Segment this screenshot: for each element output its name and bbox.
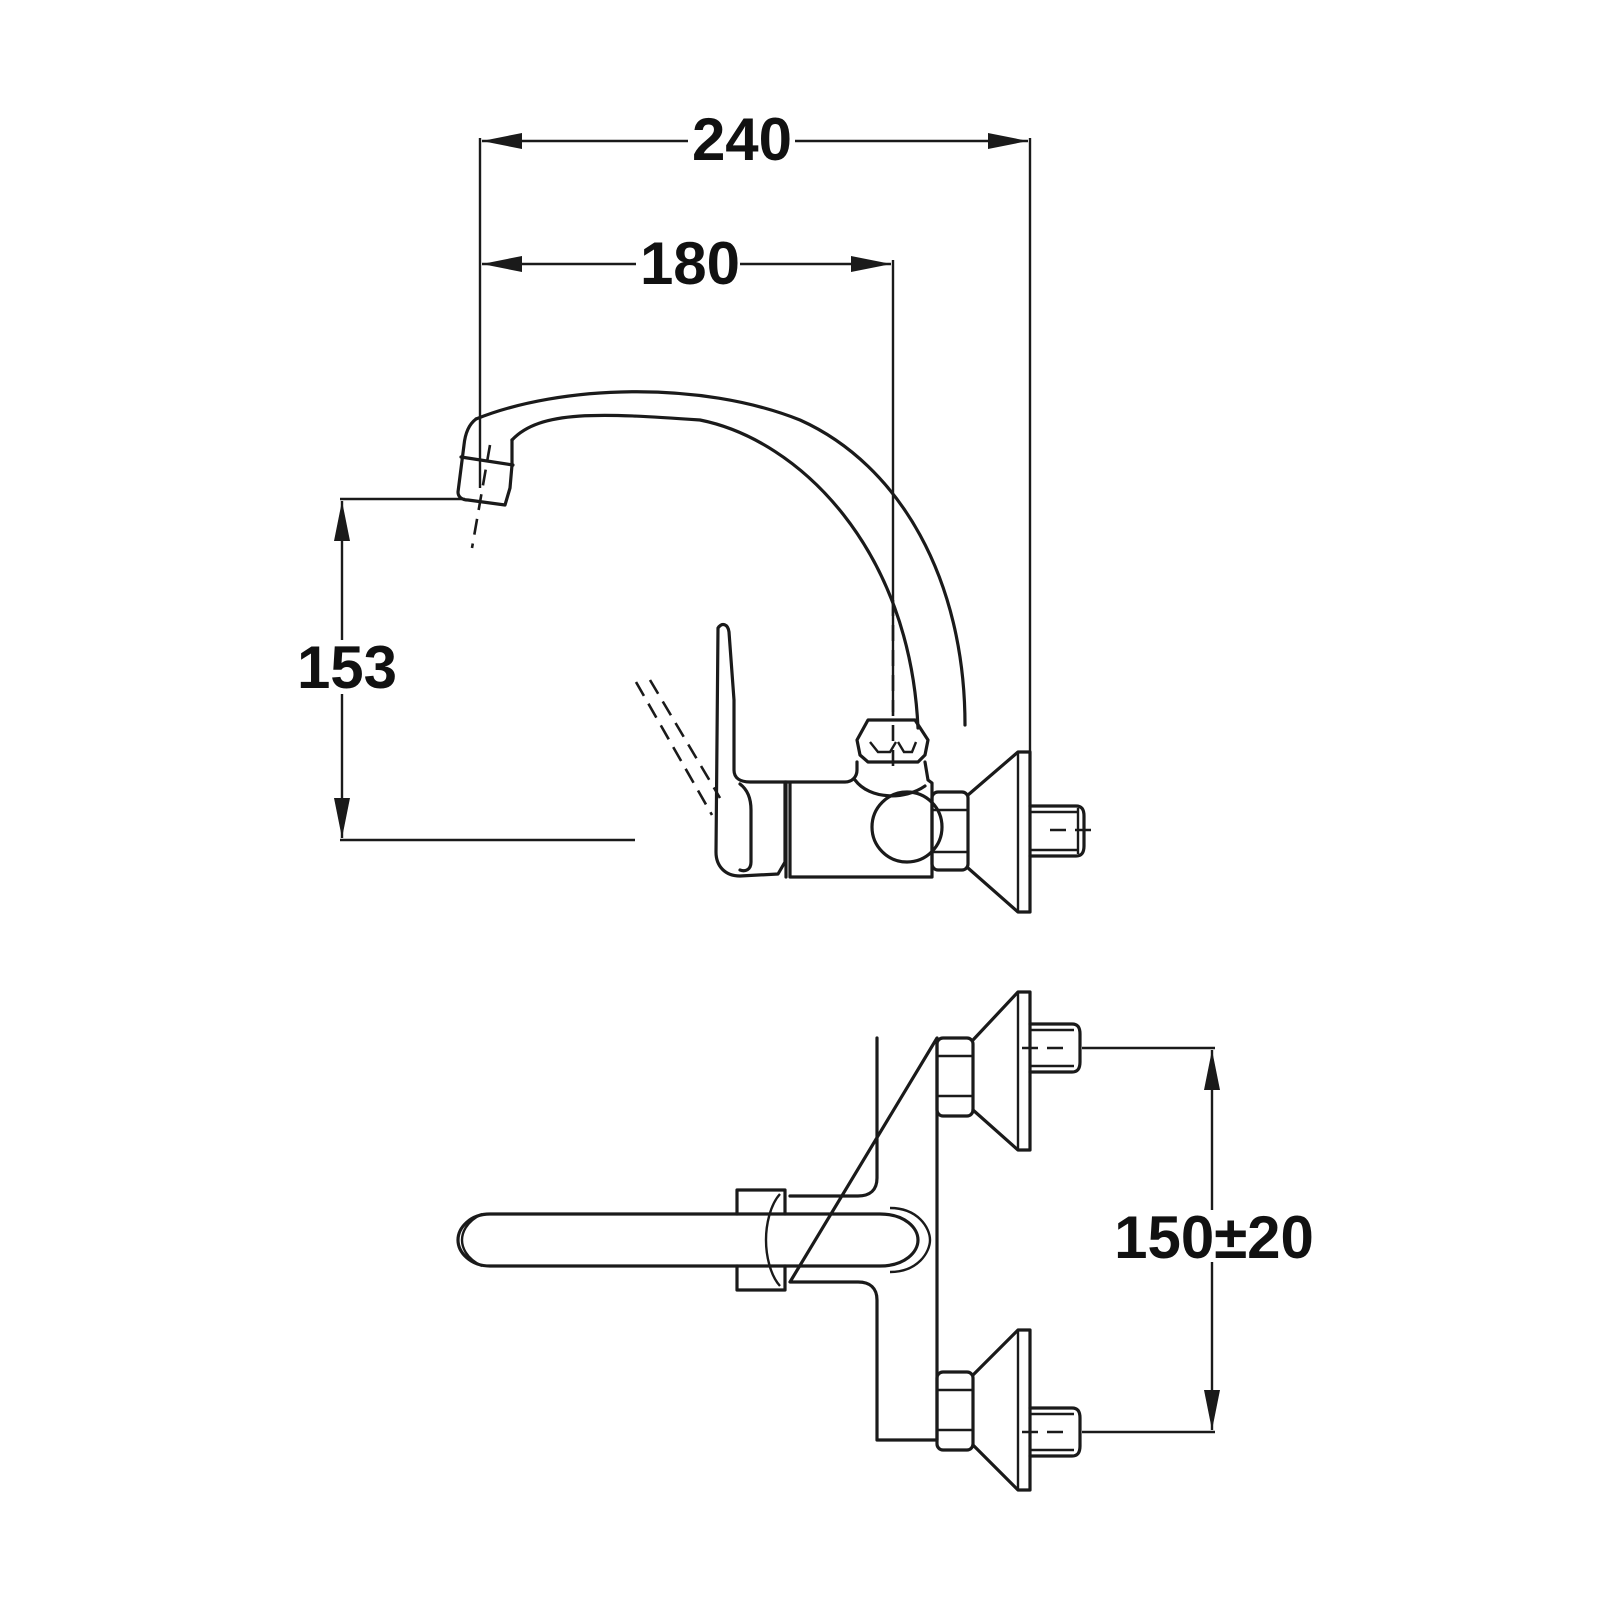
aerator-ring [460,1212,483,1268]
aerator [456,417,514,507]
dimension-153: 153 [297,497,635,842]
swivel-ring [889,1206,932,1274]
lever-alt-position-inner [648,679,722,799]
body-outline [783,760,934,879]
dimension-label-240: 240 [692,106,792,173]
aerator-ring [459,455,515,467]
hex-nut-lower [935,1370,975,1452]
mixer-body [783,760,944,879]
spout-top [456,1188,932,1292]
body-boss [870,790,944,864]
arrow-left-icon [482,133,522,149]
arrow-right-icon [851,256,891,272]
outlet-centerline [470,444,492,549]
upper-connection [935,990,1082,1152]
swivel-nut-facets [869,741,918,754]
body-bar [788,1036,939,1442]
lever-collar [735,1188,787,1292]
arrow-left-icon [482,256,522,272]
hex-nut-upper [935,1036,975,1118]
arrow-up-icon [1204,1050,1220,1090]
escutcheon [966,750,1032,914]
arrow-up-icon [334,501,350,541]
arrow-down-icon [1204,1390,1220,1430]
dimension-150: 150±20 [1082,1046,1314,1434]
swivel-nut-body [855,718,930,764]
spout-tube [456,1212,920,1268]
lever-inner [738,782,753,873]
wall-connection [930,750,1100,914]
side-view: 240 180 153 [297,106,1100,914]
dimension-240: 240 [482,106,1028,173]
swivel-nut [855,718,930,764]
inlet-lower [1028,1406,1082,1458]
lower-connection [935,1328,1082,1492]
spout [456,390,967,770]
dimension-180: 180 [482,230,891,297]
escutcheon-upper [971,990,1032,1152]
escutcheon-lower [971,1328,1032,1492]
hex-nut [930,790,970,872]
dimension-label-153: 153 [297,634,397,701]
dimension-label-150: 150±20 [1114,1204,1314,1271]
spout-inner-edge [510,413,920,730]
arrow-right-icon [988,133,1028,149]
top-view: 150±20 [456,990,1314,1492]
lever-outline [714,622,787,878]
lever-handle [634,622,787,878]
arrow-down-icon [334,798,350,838]
lever-collar-curve [764,1193,781,1287]
dimension-label-180: 180 [640,230,740,297]
lever-alt-position-outer [634,681,714,816]
spout-outer-edge [474,390,967,727]
inlet-upper [1028,1022,1082,1074]
